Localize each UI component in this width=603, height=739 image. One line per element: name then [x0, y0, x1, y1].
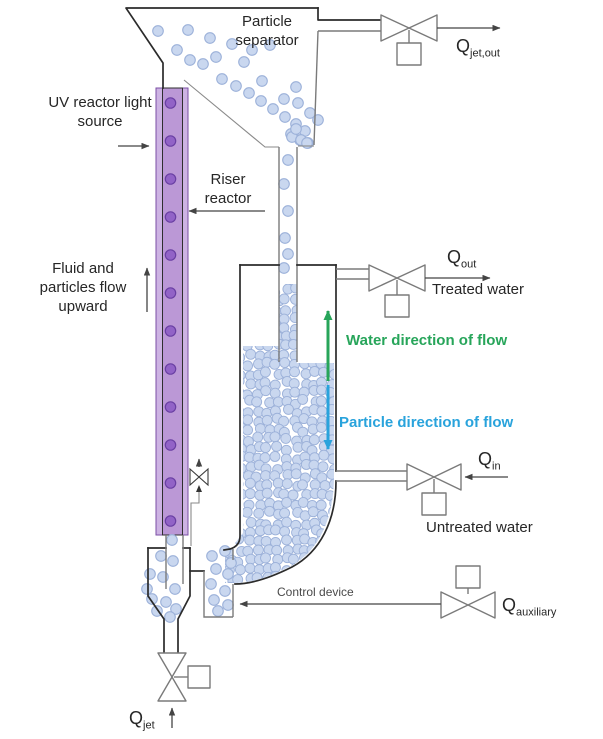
control-device-channel	[203, 549, 234, 618]
hopper	[147, 535, 205, 654]
treated-water-label: Treated water	[432, 281, 524, 298]
q-in-label: Qin	[478, 449, 501, 473]
relief-valve	[189, 458, 209, 546]
actuator-box	[396, 42, 422, 66]
actuator-box	[455, 565, 481, 589]
control-device-label: Control device	[277, 585, 354, 599]
q-jet-label: Qjet	[129, 708, 155, 732]
packed-particle-bed	[225, 284, 334, 583]
particle-separator-vessel	[125, 7, 382, 148]
valve-jet	[157, 652, 211, 728]
particle-separator-label: Particle separator	[235, 13, 299, 49]
actuator-box	[421, 492, 447, 516]
actuator-box	[384, 294, 410, 318]
q-out-label: Qout	[447, 247, 477, 271]
valve-in	[336, 463, 508, 516]
riser-reactor-label: Riser reactor	[204, 171, 252, 207]
uv-reactor-label: UV reactor light source	[48, 94, 152, 130]
actuator-box	[187, 665, 211, 689]
fluid-flow-label: Fluid and particles flow upward	[39, 260, 127, 315]
valve-jet-out	[380, 14, 501, 66]
q-auxiliary-label: Qauxiliary	[502, 595, 557, 619]
valve-auxiliary	[239, 565, 496, 619]
scattered-particles	[141, 24, 324, 623]
valve-out	[336, 264, 491, 318]
water-direction-label: Water direction of flow	[346, 332, 508, 349]
q-jet-out-label: Qjet,out	[456, 36, 500, 60]
riser-particles	[164, 97, 177, 527]
riser-reactor-column	[155, 87, 189, 536]
untreated-water-label: Untreated water	[426, 519, 533, 536]
particle-direction-label: Particle direction of flow	[339, 414, 514, 431]
downcomer-pipe	[278, 147, 298, 362]
storage-tank	[223, 264, 337, 585]
